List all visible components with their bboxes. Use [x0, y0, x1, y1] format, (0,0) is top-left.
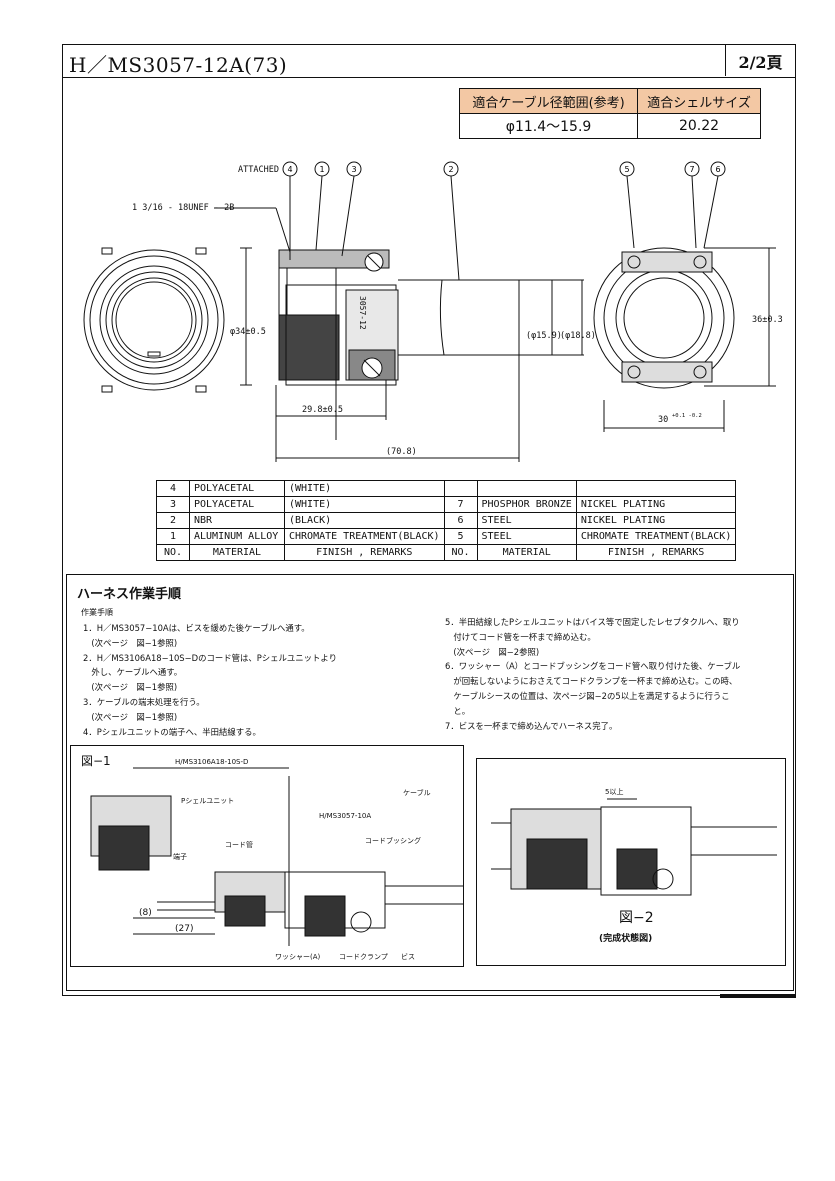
callout-5: 5: [624, 165, 629, 174]
dim-outer: (φ18.8): [560, 331, 596, 341]
fig1-terminal: 端子: [173, 853, 187, 861]
fig1-dim-8: (8): [139, 908, 152, 918]
side-label: 3057-12: [358, 296, 367, 330]
dim-height: 36±0.3: [752, 315, 783, 325]
harness-procedure: ハーネス作業手順 作業手順 1．H／MS3057−10Aは、ビスを緩めた後ケーブ…: [66, 574, 794, 991]
spec-table: 適合ケーブル径範囲(参考) 適合シェルサイズ φ11.4〜15.9 20.22: [458, 88, 761, 139]
step-line: 外し、ケーブルへ通す。: [83, 667, 183, 678]
fig2-drawing: [491, 798, 777, 896]
fig1-part-a: H/MS3106A18-10S-D: [175, 758, 249, 766]
cable-range-value: φ11.4〜15.9: [458, 113, 639, 139]
harness-title: ハーネス作業手順: [77, 587, 182, 602]
callout-6: 6: [715, 165, 720, 174]
step-line: 3．ケーブルの端末処理を行う。: [83, 696, 205, 707]
fig2-title: 図−2: [619, 910, 654, 926]
fig1-title: 図−1: [81, 754, 111, 768]
step-line: (次ページ 図−1参照): [83, 682, 178, 693]
attached-label: ATTACHED: [238, 165, 279, 175]
dim-width-tolerance: +0.1 -0.2: [672, 413, 702, 419]
fig1-washer: ワッシャー(A): [275, 953, 321, 961]
table-row: 2 NBR (BLACK) 6 STEEL NICKEL PLATING: [156, 512, 737, 529]
step-line: 4．Pシェルユニットの端子へ、半田結線する。: [83, 726, 261, 737]
step-line: 1．H／MS3057−10Aは、ビスを緩めた後ケーブルへ通す。: [83, 623, 310, 633]
step-line: (次ページ 図−1参照): [83, 637, 178, 648]
figure-2: 5以上 図−2 (完成状態図): [476, 758, 786, 966]
page-title: H／MS3057-12A(73): [69, 53, 288, 77]
dim-inner: (φ15.9): [526, 331, 562, 341]
fig1-drawing: [90, 767, 463, 946]
bottom-bar: [720, 994, 796, 998]
step-line: が回転しないようにおさえてコードクランプを一杯まで締め込む。この時、: [445, 676, 738, 687]
steps-left: 1．H／MS3057−10Aは、ビスを緩めた後ケーブルへ通す。 (次ページ 図−…: [83, 621, 337, 739]
dim-width: 30: [658, 415, 668, 425]
end-view-right: [593, 175, 776, 432]
fig2-dim-5: 5以上: [605, 788, 624, 796]
fig1-cable: ケーブル: [403, 789, 431, 797]
table-row: 4 POLYACETAL (WHITE): [156, 480, 737, 497]
step-line: (次ページ 図−1参照): [83, 711, 178, 722]
callout-7: 7: [689, 165, 694, 174]
cable-range-label: 適合ケーブル径範囲(参考): [458, 88, 639, 114]
fig1-part-b: H/MS3057-10A: [319, 812, 372, 820]
steps-right: 5．半田結線したPシェルユニットはバイス等で固定したレセプタクルへ、取り 付けて…: [445, 615, 740, 733]
materials-table: 4 POLYACETAL (WHITE) 3 POLYACETAL (WHITE…: [156, 480, 737, 561]
step-line: (次ページ 図−2参照): [445, 646, 540, 657]
callout-1: 1: [319, 165, 324, 174]
step-line: ケーブルシースの位置は、次ページ図−2の5以上を満足するように行うこ: [445, 690, 730, 701]
dim-length: 29.8±0.5: [302, 405, 343, 415]
fig1-code-clamp: コードクランプ: [339, 953, 388, 961]
step-line: 6．ワッシャー（A）とコードブッシングをコード管へ取り付けた後、ケーブル: [445, 661, 741, 672]
step-line: 2．H／MS3106A18−10S−Dのコード管は、Pシェルユニットより: [83, 652, 337, 663]
dim-diameter: φ34±0.5: [230, 327, 266, 337]
step-line: 5．半田結線したPシェルユニットはバイス等で固定したレセプタクルへ、取り: [445, 617, 740, 627]
title-bar: H／MS3057-12A(73) 2/2頁: [62, 44, 796, 78]
shell-size-label: 適合シェルサイズ: [637, 88, 761, 114]
figure-1: 図−1 H/MS3106A18-10S-D H/MS3057-10A ケーブル …: [70, 745, 464, 967]
table-row: 3 POLYACETAL (WHITE) 7 PHOSPHOR BRONZE N…: [156, 496, 737, 513]
fig1-p-shell: Pシェルユニット: [181, 797, 235, 805]
table-row: 1 ALUMINUM ALLOY CHROMATE TREATMENT(BLAC…: [156, 528, 737, 545]
front-view-left: [83, 247, 225, 393]
callout-4: 4: [287, 165, 292, 174]
shell-size-value: 20.22: [637, 113, 761, 139]
technical-drawing: 4 1 3 2 5 7 6 ATTACHED 1 3/16 - 18UNEF -…: [83, 161, 783, 462]
step-line: 7．ビスを一杯まで締め込んでハーネス完了。: [445, 720, 618, 731]
fig1-code-tube: コード管: [225, 841, 253, 849]
thread-label: 1 3/16 - 18UNEF - 2B: [132, 203, 234, 213]
fig2-subtitle: (完成状態図): [599, 934, 653, 944]
fig1-screw: ビス: [401, 953, 415, 961]
page-number: 2/2頁: [725, 45, 795, 76]
side-section-view: [214, 175, 584, 462]
table-header-row: NO. MATERIAL FINISH , REMARKS NO. MATERI…: [156, 544, 737, 561]
fig1-code-bushing: コードブッシング: [365, 837, 421, 845]
step-line: 付けてコード管を一杯まで締め込む。: [445, 631, 596, 642]
harness-subtitle: 作業手順: [81, 608, 113, 617]
step-line: と。: [445, 705, 471, 716]
callout-2: 2: [448, 165, 453, 174]
callout-3: 3: [351, 165, 356, 174]
dim-total: (70.8): [386, 447, 417, 457]
fig1-dim-27: (27): [175, 924, 194, 934]
